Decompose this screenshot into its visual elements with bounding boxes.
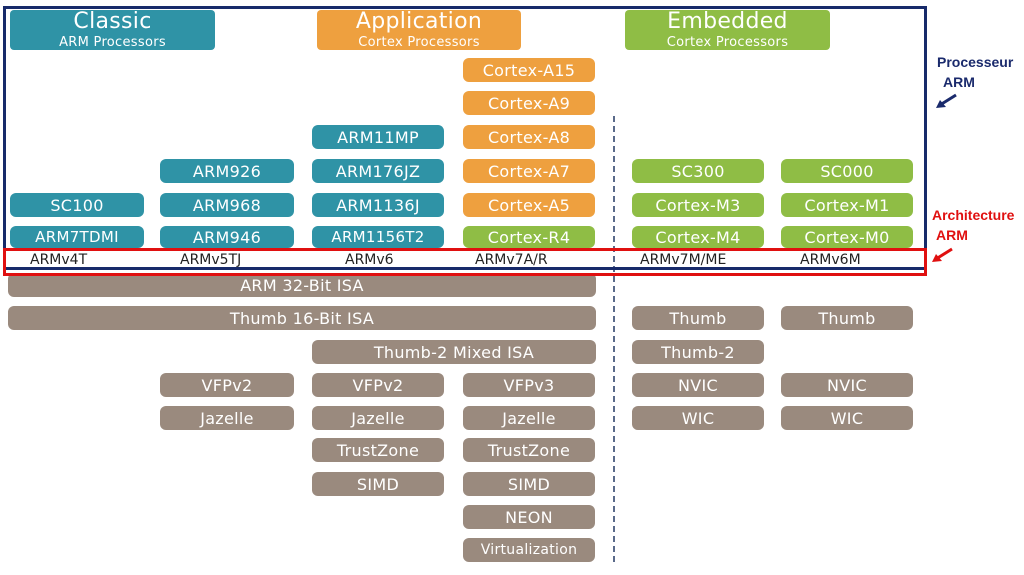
feature-thumb: Thumb xyxy=(632,306,764,330)
feature-thumb2: Thumb-2 xyxy=(632,340,764,364)
processor-arm926: ARM926 xyxy=(160,159,294,183)
annotation-architecture: Architecture ARM xyxy=(932,205,1014,245)
processor-arm1156t2: ARM1156T2 xyxy=(312,226,444,248)
processor-sc300: SC300 xyxy=(632,159,764,183)
processor-cortex-a15: Cortex-A15 xyxy=(463,58,595,82)
annotation-processor-line1: Processeur xyxy=(937,54,1014,70)
feature-simd: SIMD xyxy=(463,472,595,496)
feature-wic: WIC xyxy=(632,406,764,430)
processor-arm968: ARM968 xyxy=(160,193,294,217)
feature-virtualization: Virtualization xyxy=(463,538,595,562)
header-application: Application Cortex Processors xyxy=(317,10,521,50)
arch-armv7mme: ARMv7M/ME xyxy=(640,252,727,268)
header-application-title: Application xyxy=(355,9,483,34)
processor-cortex-a8: Cortex-A8 xyxy=(463,125,595,149)
header-embedded-title: Embedded xyxy=(667,9,788,34)
annotation-processor: Processeur ARM xyxy=(937,52,1013,92)
feature-nvic: NVIC xyxy=(781,373,913,397)
arch-armv5tj: ARMv5TJ xyxy=(180,252,242,268)
feature-vfpv2: VFPv2 xyxy=(312,373,444,397)
annotation-processor-line2: ARM xyxy=(943,74,975,90)
annotation-architecture-line1: Architecture xyxy=(932,207,1015,223)
processor-cortex-a5: Cortex-A5 xyxy=(463,193,595,217)
isa-arm32: ARM 32-Bit ISA xyxy=(8,273,596,297)
feature-nvic: NVIC xyxy=(632,373,764,397)
feature-vfpv2: VFPv2 xyxy=(160,373,294,397)
feature-trustzone: TrustZone xyxy=(463,438,595,462)
feature-simd: SIMD xyxy=(312,472,444,496)
processor-arm1136j: ARM1136J xyxy=(312,193,444,217)
processor-cortex-m3: Cortex-M3 xyxy=(632,193,764,217)
arch-armv6: ARMv6 xyxy=(345,252,394,268)
feature-trustzone: TrustZone xyxy=(312,438,444,462)
isa-thumb16: Thumb 16-Bit ISA xyxy=(8,306,596,330)
feature-thumb: Thumb xyxy=(781,306,913,330)
processor-arm946: ARM946 xyxy=(160,226,294,248)
feature-neon: NEON xyxy=(463,505,595,529)
arch-armv6m: ARMv6M xyxy=(800,252,861,268)
header-classic-subtitle: ARM Processors xyxy=(59,35,166,50)
feature-jazelle: Jazelle xyxy=(312,406,444,430)
header-embedded-subtitle: Cortex Processors xyxy=(666,35,789,50)
architecture-highlight-frame xyxy=(3,248,927,276)
processor-cortex-m0: Cortex-M0 xyxy=(781,226,913,248)
arrow-icon xyxy=(936,93,957,108)
header-classic-title: Classic xyxy=(73,9,152,34)
processor-arm11mp: ARM11MP xyxy=(312,125,444,149)
feature-wic: WIC xyxy=(781,406,913,430)
processor-arm7tdmi: ARM7TDMI xyxy=(10,226,144,248)
processor-cortex-m4: Cortex-M4 xyxy=(632,226,764,248)
arch-armv7ar: ARMv7A/R xyxy=(475,252,548,268)
processor-sc100: SC100 xyxy=(10,193,144,217)
processor-cortex-r4: Cortex-R4 xyxy=(463,226,595,248)
feature-vfpv3: VFPv3 xyxy=(463,373,595,397)
header-application-subtitle: Cortex Processors xyxy=(358,35,480,50)
processor-cortex-a7: Cortex-A7 xyxy=(463,159,595,183)
processor-sc000: SC000 xyxy=(781,159,913,183)
header-embedded: Embedded Cortex Processors xyxy=(625,10,830,50)
processor-cortex-m1: Cortex-M1 xyxy=(781,193,913,217)
feature-jazelle: Jazelle xyxy=(463,406,595,430)
feature-jazelle: Jazelle xyxy=(160,406,294,430)
dashed-separator xyxy=(613,116,615,562)
processor-cortex-a9: Cortex-A9 xyxy=(463,91,595,115)
annotation-architecture-line2: ARM xyxy=(936,227,968,243)
arch-armv4t: ARMv4T xyxy=(30,252,88,268)
arrow-icon xyxy=(932,247,953,262)
header-classic: Classic ARM Processors xyxy=(10,10,215,50)
processor-arm176jz: ARM176JZ xyxy=(312,159,444,183)
processor-highlight-frame xyxy=(3,6,927,270)
isa-thumb2: Thumb-2 Mixed ISA xyxy=(312,340,596,364)
